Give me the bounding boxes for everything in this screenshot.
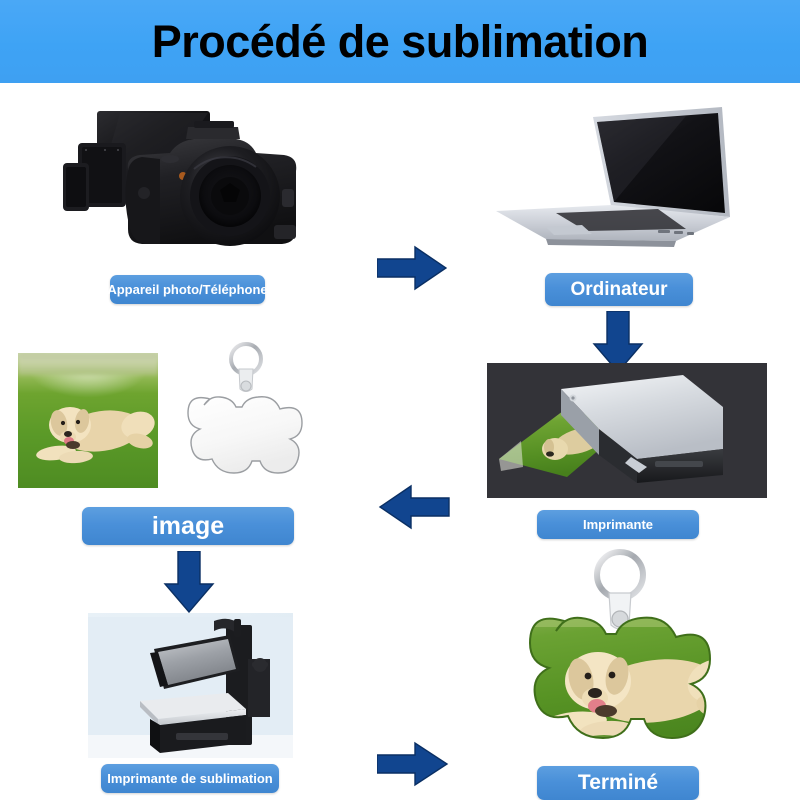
step-label-sublimation-printer[interactable]: Imprimante de sublimation [101, 764, 279, 793]
blank-bone-tag [166, 341, 326, 491]
step-label-printer[interactable]: Imprimante [537, 510, 699, 539]
finished-keychain [488, 545, 766, 767]
title-banner: Procédé de sublimation [0, 0, 800, 83]
page-title: Procédé de sublimation [151, 16, 649, 67]
arrow-press-to-finished [377, 740, 449, 788]
printer-illustration [487, 363, 767, 498]
step-label-image[interactable]: image [82, 507, 294, 545]
step-label-computer[interactable]: Ordinateur [545, 273, 693, 306]
process-diagram: Appareil photo/Téléphone [0, 83, 800, 800]
arrow-camera-to-computer [377, 245, 447, 291]
arrow-printer-to-image [378, 483, 450, 531]
dog-photo [18, 353, 158, 488]
arrow-computer-to-printer [592, 311, 644, 373]
background-trees [18, 353, 158, 375]
step-label-camera-phone[interactable]: Appareil photo/Téléphone [107, 275, 268, 304]
heat-press-illustration [88, 613, 293, 758]
laptop-illustration [480, 101, 760, 261]
step-label-finished[interactable]: Terminé [537, 766, 699, 800]
camera-phone-illustration [60, 101, 360, 261]
arrow-image-to-press [162, 551, 216, 613]
dog-figure [36, 407, 155, 464]
